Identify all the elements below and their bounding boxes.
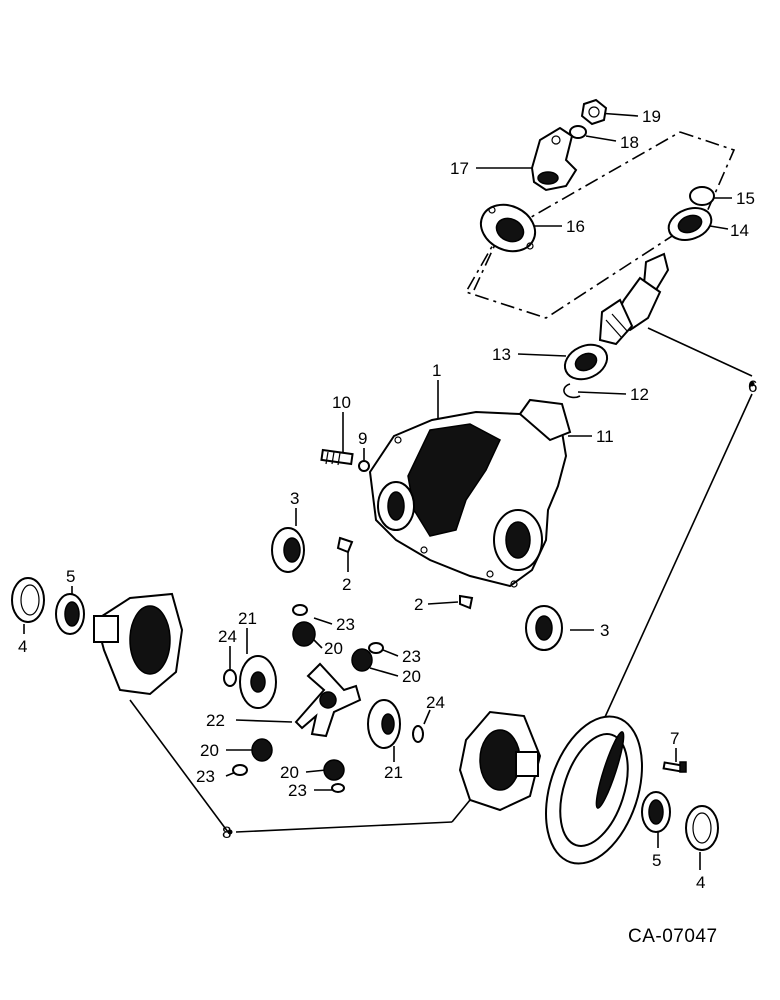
callout-21-right: 21 (384, 763, 403, 782)
callout-3-right: 3 (600, 621, 609, 640)
callout-16: 16 (566, 217, 585, 236)
bracket-dash (473, 237, 499, 291)
ring-gear (545, 715, 643, 865)
bearing-retainer-16 (479, 203, 537, 253)
differential-case-left (93, 592, 184, 696)
bearing-cone-5-right (641, 791, 671, 833)
callout-5-right: 5 (652, 851, 661, 870)
leader-lines (23, 112, 753, 870)
callout-10: 10 (332, 393, 351, 412)
callout-21-left: 21 (238, 609, 257, 628)
callout-6: 6 (748, 377, 757, 396)
pinion-gear-20-d (323, 759, 345, 781)
drawing-code: CA-07047 (628, 926, 718, 947)
callout-24-right: 24 (426, 693, 445, 712)
callout-4-right: 4 (696, 873, 705, 892)
callout-22: 22 (206, 711, 225, 730)
callout-19: 19 (642, 107, 661, 126)
spider-22 (294, 662, 362, 738)
callout-4-left: 4 (18, 637, 27, 656)
callout-20-b: 20 (402, 667, 421, 686)
callout-5-left: 5 (66, 567, 75, 586)
carrier-housing-1 (368, 398, 572, 588)
callout-2-lower: 2 (414, 595, 423, 614)
junction-dot-8 (227, 829, 233, 835)
callout-14: 14 (730, 221, 749, 240)
lock-2-upper (336, 536, 354, 554)
bearing-13 (563, 343, 609, 381)
lock-2-lower (459, 594, 474, 610)
callout-9: 9 (358, 429, 367, 448)
callout-8: 8 (222, 823, 231, 842)
callout-20-a: 20 (324, 639, 343, 658)
bearing-cone-5-left (55, 593, 85, 635)
callout-24-left: 24 (218, 627, 237, 646)
adjuster-3-left (271, 527, 305, 573)
callout-17: 17 (450, 159, 469, 178)
nut-19 (580, 98, 608, 126)
pinion-gear-20-c (251, 738, 273, 762)
thrust-washer-24-right (412, 725, 424, 743)
callout-18: 18 (620, 133, 639, 152)
callout-20-d: 20 (280, 763, 299, 782)
differential-case-right (458, 710, 542, 812)
pinion-gear-20-a (292, 621, 316, 647)
callout-7: 7 (670, 729, 679, 748)
callout-12: 12 (630, 385, 649, 404)
side-gear-21-left (239, 655, 277, 709)
callout-11: 11 (596, 427, 614, 446)
drive-pinion (598, 252, 670, 346)
callout-labels: 19 18 17 16 15 14 13 12 11 10 9 1 6 3 3 … (18, 107, 757, 892)
thrust-washer-24-left (223, 669, 237, 687)
callout-15: 15 (736, 189, 755, 208)
junction-dot-6 (749, 381, 755, 387)
callout-23-d: 23 (288, 781, 307, 800)
callout-13: 13 (492, 345, 511, 364)
washer-23-c (232, 764, 248, 776)
callout-23-c: 23 (196, 767, 215, 786)
stud-10 (320, 448, 354, 466)
washer-23-b (368, 642, 384, 654)
bearing-14 (667, 207, 713, 241)
callout-1: 1 (432, 361, 441, 380)
washer-23-d (331, 783, 345, 793)
bearing-cup-4-right (685, 805, 719, 851)
snap-ring-15 (689, 186, 715, 206)
washer-23-a (292, 604, 308, 616)
bolt-7 (662, 761, 687, 773)
snap-ring-12 (563, 383, 581, 399)
side-gear-21-right (367, 699, 401, 749)
callout-23-b: 23 (402, 647, 421, 666)
nut-9 (358, 460, 370, 472)
callout-2-upper: 2 (342, 575, 351, 594)
companion-flange-17 (530, 126, 578, 192)
pinion-gear-20-b (351, 648, 373, 672)
callout-20-c: 20 (200, 741, 219, 760)
callout-23-a: 23 (336, 615, 355, 634)
adjuster-3-right (525, 605, 563, 651)
callout-3-left: 3 (290, 489, 299, 508)
bearing-cup-4-left (11, 577, 45, 623)
washer-18 (569, 125, 587, 139)
